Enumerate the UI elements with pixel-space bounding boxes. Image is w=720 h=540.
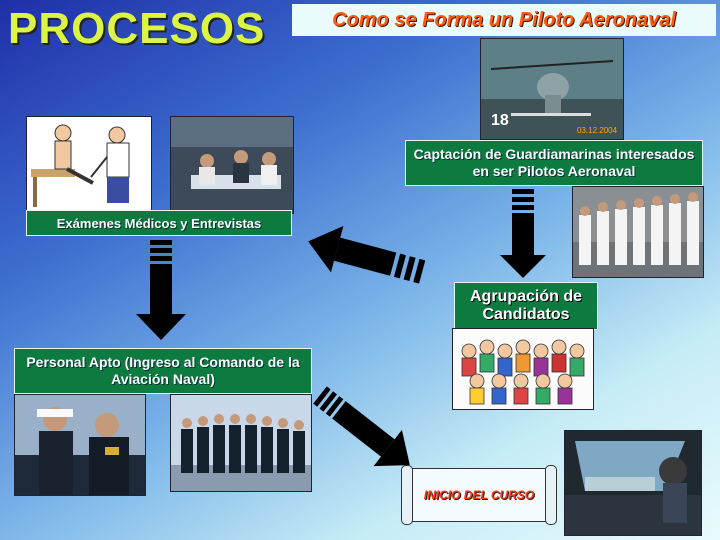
cadets-photo [572, 186, 704, 278]
page-title: PROCESOS [8, 4, 266, 53]
interview-photo [170, 116, 294, 214]
helicopter-photo: 18 03.12.2004 [480, 38, 624, 140]
candidates-group-illustration [452, 328, 594, 410]
step-personal-apto-label: Personal Apto (Ingreso al Comando de la … [14, 348, 312, 394]
subtitle-text: Como se Forma un Piloto Aeronaval [332, 8, 676, 31]
arrow-examenes-to-personal-apto [136, 240, 186, 340]
date-stamp: 03.12.2004 [577, 126, 618, 135]
medical-exam-illustration [26, 116, 152, 214]
subtitle-banner: Como se Forma un Piloto Aeronaval [292, 4, 716, 36]
step-personal-apto-text: Personal Apto (Ingreso al Comando de la … [26, 354, 300, 387]
helicopter-number: 18 [491, 112, 509, 129]
ceremony-group-photo [170, 394, 312, 492]
arrow-captacion-to-agrupacion [500, 189, 546, 278]
officers-photo [14, 394, 146, 496]
step-captacion-text: Captación de Guardiamarinas interesados … [413, 146, 695, 179]
step-agrupacion-text: Agrupación de Candidatos [469, 287, 582, 323]
step-examenes-label: Exámenes Médicos y Entrevistas [26, 210, 292, 236]
step-agrupacion-label: Agrupación de Candidatos [454, 282, 598, 330]
inicio-del-curso-scroll: INICIO DEL CURSO [401, 465, 557, 525]
cockpit-photo [564, 430, 702, 536]
arrow-agrupacion-to-examenes [308, 226, 426, 284]
step-examenes-text: Exámenes Médicos y Entrevistas [56, 215, 262, 231]
inicio-del-curso-text: INICIO DEL CURSO [423, 488, 535, 502]
step-captacion-label: Captación de Guardiamarinas interesados … [405, 140, 703, 186]
